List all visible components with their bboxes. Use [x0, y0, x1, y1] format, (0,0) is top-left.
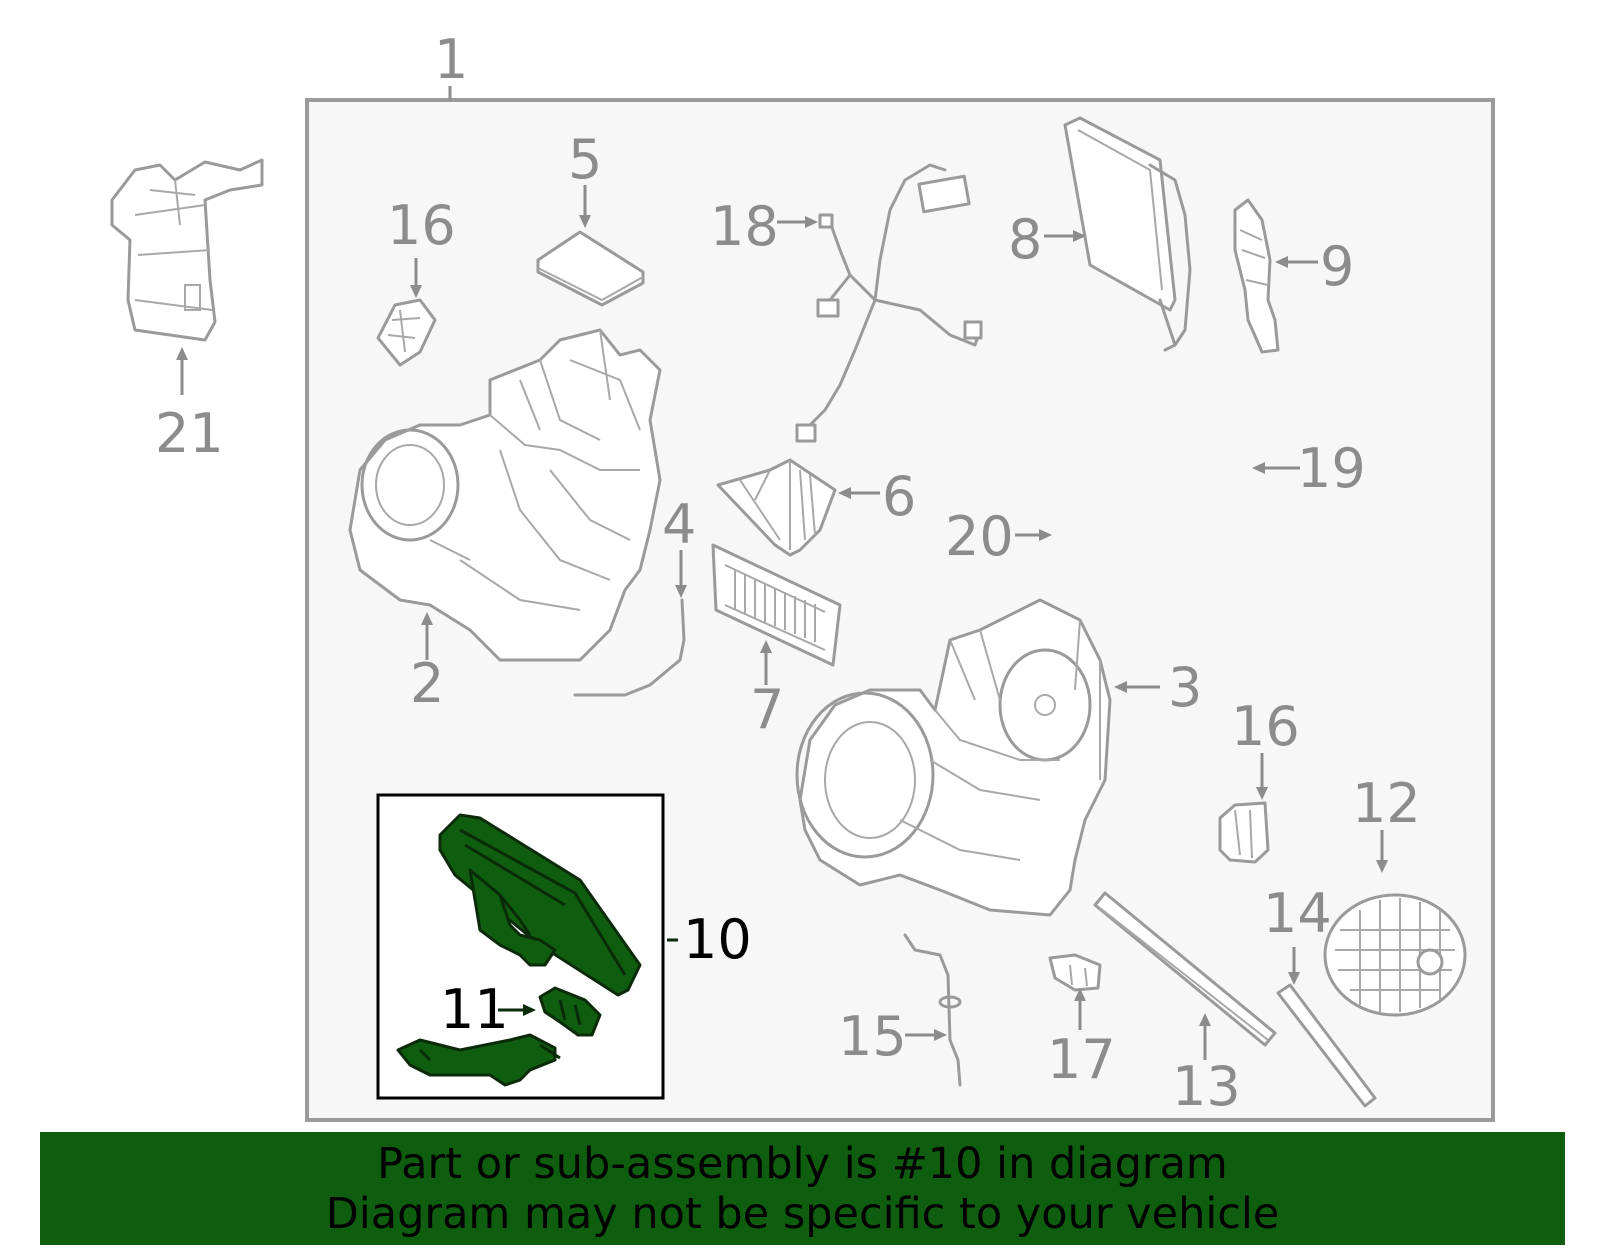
- callout-16-right: 16: [1231, 695, 1300, 758]
- callout-4: 4: [662, 493, 696, 556]
- callout-17: 17: [1047, 1028, 1116, 1091]
- callout-5: 5: [568, 128, 602, 191]
- banner-line-2: Diagram may not be specific to your vehi…: [325, 1188, 1280, 1239]
- callout-19: 19: [1297, 437, 1366, 500]
- part-12-blower-motor[interactable]: [1323, 893, 1467, 1017]
- callout-20: 20: [945, 505, 1014, 568]
- callout-13: 13: [1172, 1055, 1241, 1118]
- part-16-actuator-right[interactable]: [1218, 801, 1270, 864]
- callout-9: 9: [1320, 235, 1354, 298]
- callout-16-top: 16: [387, 194, 456, 257]
- callout-3: 3: [1168, 656, 1202, 719]
- part-18-wire-harness[interactable]: [795, 163, 983, 443]
- part-8-heater-core[interactable]: [1063, 116, 1192, 352]
- callout-1: 1: [434, 28, 468, 91]
- callout-12: 12: [1352, 772, 1421, 835]
- part-17-sensor[interactable]: [1048, 953, 1102, 992]
- part-15-tube[interactable]: [903, 933, 962, 1087]
- callout-10: 10: [683, 908, 752, 971]
- part-6-duct[interactable]: [716, 458, 837, 557]
- callout-7: 7: [750, 678, 784, 741]
- callout-11: 11: [440, 978, 509, 1041]
- part-4-cable[interactable]: [573, 598, 686, 697]
- part-3-blower-case[interactable]: [795, 598, 1112, 917]
- part-16-actuator-top[interactable]: [376, 298, 437, 367]
- callout-6: 6: [882, 465, 916, 528]
- part-9-bracket[interactable]: [1233, 198, 1280, 354]
- part-19-hose[interactable]: [1132, 414, 1246, 554]
- part-10-evaporator[interactable]: [438, 813, 642, 997]
- callout-14: 14: [1263, 882, 1332, 945]
- part-13-filter[interactable]: [1093, 891, 1277, 1047]
- part-20-hose[interactable]: [1054, 389, 1176, 561]
- part-14-strip[interactable]: [1276, 983, 1377, 1108]
- callout-18: 18: [710, 195, 779, 258]
- banner-line-1: Part or sub-assembly is #10 in diagram: [377, 1138, 1228, 1189]
- callout-15: 15: [838, 1005, 907, 1068]
- part-2-heater-case[interactable]: [348, 328, 662, 662]
- callout-8: 8: [1008, 208, 1042, 271]
- part-7-filter[interactable]: [711, 543, 842, 667]
- part-21-duct[interactable]: [110, 158, 264, 342]
- callout-21: 21: [155, 402, 224, 465]
- part-11-valve[interactable]: [396, 986, 602, 1087]
- info-banner: Part or sub-assembly is #10 in diagram D…: [40, 1132, 1565, 1245]
- callout-2: 2: [410, 652, 444, 715]
- part-5-pad[interactable]: [536, 230, 645, 307]
